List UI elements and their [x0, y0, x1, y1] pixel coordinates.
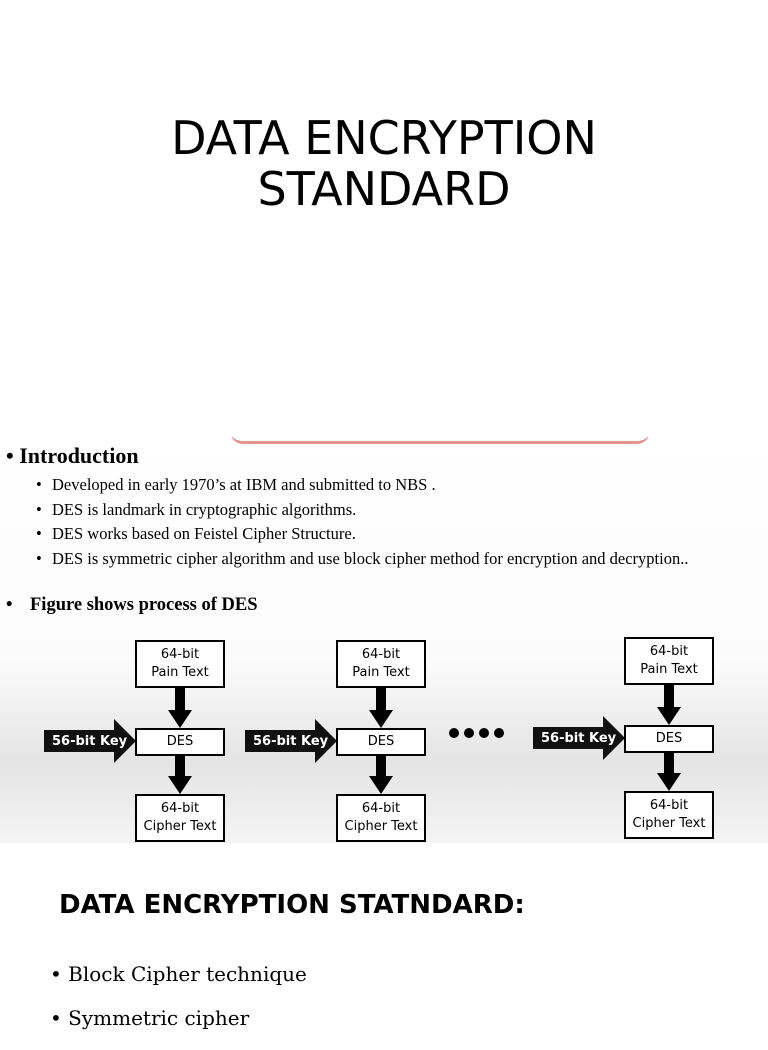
key-label: 56-bit Key: [253, 734, 329, 749]
plain-text-box-2: 64-bit Pain Text: [336, 640, 426, 688]
ellipsis-dots: [449, 728, 504, 738]
slide-title-line-1: DATA ENCRYPTION: [171, 111, 597, 165]
introduction-list: Developed in early 1970’s at IBM and sub…: [36, 475, 688, 573]
slide-title-line-2: STANDARD: [257, 162, 511, 216]
cipher-text-bits: 64-bit: [160, 801, 200, 816]
des-box-3: DES: [624, 725, 714, 753]
down-arrow-icon: [657, 685, 681, 725]
cipher-text-bits: 64-bit: [361, 801, 401, 816]
des-lecture-screenshot: • Introduction Developed in early 1970’s…: [0, 437, 768, 843]
cipher-text-label: Cipher Text: [632, 816, 706, 831]
plain-text-box-1: 64-bit Pain Text: [135, 640, 225, 688]
bullet-list: Block Cipher technique Symmetric cipher: [50, 962, 307, 1050]
cipher-text-label: Cipher Text: [143, 819, 217, 834]
down-arrow-icon: [657, 753, 681, 791]
key-arrow-icon: [44, 719, 136, 763]
list-item: Developed in early 1970’s at IBM and sub…: [36, 475, 688, 500]
figure-caption: • Figure shows process of DES: [6, 595, 258, 616]
cipher-text-box-1: 64-bit Cipher Text: [135, 794, 225, 842]
key-label: 56-bit Key: [541, 731, 617, 746]
plain-text-label: Pain Text: [151, 665, 209, 680]
des-label: DES: [367, 734, 395, 749]
cipher-text-box-2: 64-bit Cipher Text: [336, 794, 426, 842]
cipher-text-label: Cipher Text: [344, 819, 418, 834]
list-item: DES is symmetric cipher algorithm and us…: [36, 549, 688, 574]
plain-text-bits: 64-bit: [361, 647, 401, 662]
down-arrow-icon: [168, 688, 192, 728]
plain-text-box-3: 64-bit Pain Text: [624, 637, 714, 685]
down-arrow-icon: [369, 688, 393, 728]
plain-text-label: Pain Text: [640, 662, 698, 677]
key-arrow-icon: [245, 719, 337, 763]
section-heading: DATA ENCRYPTION STATNDARD:: [59, 890, 525, 920]
down-arrow-icon: [369, 756, 393, 794]
cropped-red-heading: [230, 437, 650, 444]
key-arrow-icon: [533, 716, 625, 760]
slide-title: DATA ENCRYPTION STANDARD: [0, 113, 768, 215]
des-label: DES: [655, 731, 683, 746]
figure-caption-bullet: •: [6, 595, 13, 615]
list-item: DES is landmark in cryptographic algorit…: [36, 500, 688, 525]
cipher-text-bits: 64-bit: [649, 798, 689, 813]
introduction-heading: • Introduction: [6, 443, 139, 468]
down-arrow-icon: [168, 756, 192, 794]
list-item: DES works based on Feistel Cipher Struct…: [36, 524, 688, 549]
list-item: Block Cipher technique: [50, 962, 307, 1006]
cipher-text-box-3: 64-bit Cipher Text: [624, 791, 714, 839]
plain-text-bits: 64-bit: [160, 647, 200, 662]
key-label: 56-bit Key: [52, 734, 128, 749]
des-box-2: DES: [336, 728, 426, 756]
des-label: DES: [166, 734, 194, 749]
figure-caption-text: Figure shows process of DES: [30, 595, 258, 615]
plain-text-label: Pain Text: [352, 665, 410, 680]
des-box-1: DES: [135, 728, 225, 756]
plain-text-bits: 64-bit: [649, 644, 689, 659]
list-item: Symmetric cipher: [50, 1006, 307, 1050]
